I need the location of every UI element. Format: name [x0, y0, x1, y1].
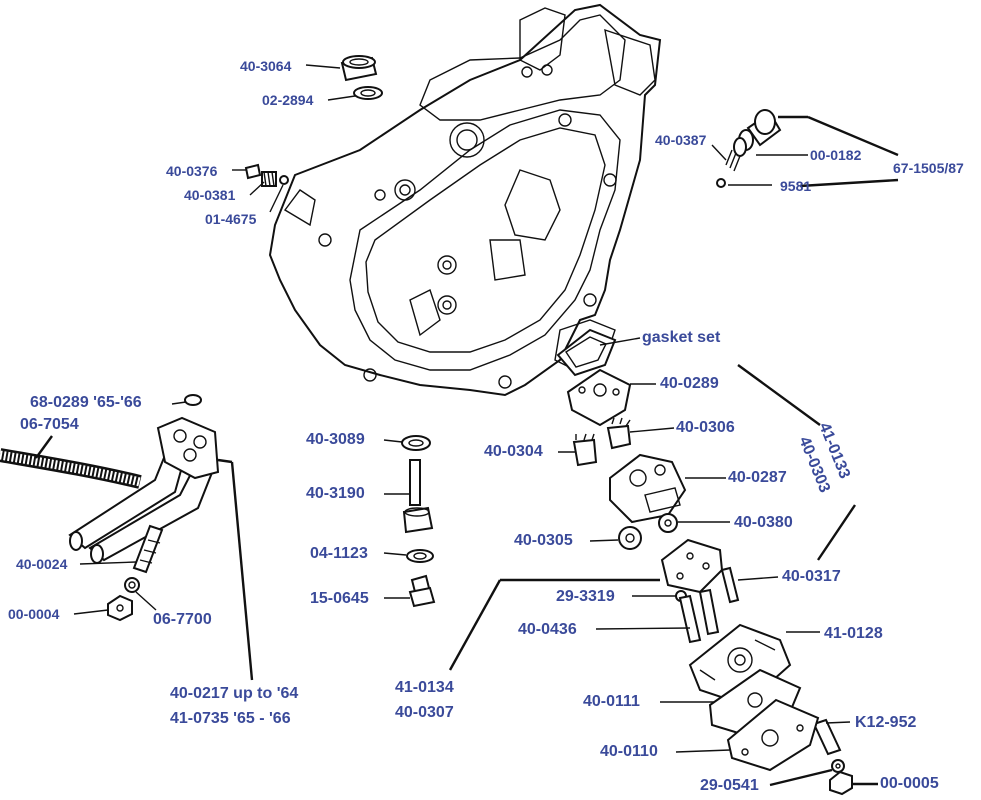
- label-40-0304: 40-0304: [484, 443, 543, 460]
- label-9581: 9581: [780, 178, 812, 194]
- nut-00-0005: [829, 770, 853, 796]
- washer-06-7700: [124, 577, 140, 593]
- hose-06-7054: [0, 448, 142, 489]
- label-40-0289: 40-0289: [660, 375, 719, 392]
- label-00-0182: 00-0182: [810, 147, 862, 163]
- stud-K12-952: [812, 718, 842, 756]
- label-68-0289: 68-0289 '65-'66: [30, 394, 142, 411]
- label-40-3089: 40-3089: [306, 431, 365, 448]
- gear-40-0304: [572, 433, 598, 467]
- label-40-0380: 40-0380: [734, 514, 793, 531]
- pump-cover-40-0289: [566, 368, 632, 427]
- label-41-0128: 41-0128: [824, 625, 883, 642]
- stud-40-0024: [132, 524, 164, 574]
- washer-40-3089: [401, 435, 431, 451]
- gasket-set-drawing: [556, 328, 617, 377]
- label-40-0111: 40-0111: [583, 693, 640, 710]
- label-41-0134: 41-0134: [395, 679, 454, 696]
- pump-body-40-0287: [609, 453, 687, 524]
- label-40-0217: 40-0217 up to '64: [170, 685, 299, 702]
- washer-04-1123: [406, 549, 434, 563]
- nut-00-0004: [107, 594, 133, 622]
- label-00-0004: 00-0004: [8, 606, 60, 622]
- label-01-4675: 01-4675: [205, 211, 257, 227]
- label-29-3319: 29-3319: [556, 588, 615, 605]
- stud-40-0436: [678, 588, 720, 644]
- label-40-0305: 40-0305: [514, 532, 573, 549]
- label-40-0307: 40-0307: [395, 704, 454, 721]
- oil-pipes-40-0217: [68, 416, 220, 564]
- label-40-0024: 40-0024: [16, 556, 68, 572]
- pump-plate-40-0317: [660, 538, 724, 594]
- plug-68-0289: [184, 394, 202, 406]
- plug-00-0182: [733, 109, 782, 157]
- spring-40-0381: [261, 171, 277, 187]
- label-40-3064: 40-3064: [240, 58, 292, 74]
- ball-01-4675: [279, 175, 289, 185]
- screw-40-0376: [244, 163, 262, 180]
- ball-9581: [716, 178, 726, 188]
- label-40-0317: 40-0317: [782, 568, 841, 585]
- spindle-40-3190: [402, 459, 434, 534]
- label-K12-952: K12-952: [855, 714, 917, 731]
- label-02-2894: 02-2894: [262, 92, 314, 108]
- label-40-3190: 40-3190: [306, 485, 365, 502]
- drain-plug-40-3064: [340, 55, 378, 82]
- label-40-0306: 40-0306: [676, 419, 735, 436]
- crankcase-drawing: [268, 3, 662, 397]
- label-04-1123: 04-1123: [310, 545, 368, 562]
- label-29-0541: 29-0541: [700, 777, 759, 794]
- nut-15-0645: [408, 574, 436, 608]
- label-40-0376: 40-0376: [166, 163, 218, 179]
- gear-40-0380: [658, 513, 678, 533]
- gear-40-0305: [618, 526, 642, 550]
- washer-29-0541: [831, 759, 845, 773]
- label-06-7054: 06-7054: [20, 416, 79, 433]
- label-40-0381: 40-0381: [184, 187, 236, 203]
- leader-lines: [35, 64, 899, 787]
- label-40-0110: 40-0110: [600, 743, 658, 760]
- gear-40-0306: [606, 417, 632, 450]
- label-06-7700: 06-7700: [153, 611, 212, 628]
- cover-40-0110: [726, 698, 820, 772]
- screw-40-0317: [720, 566, 740, 604]
- label-67-1505-87: 67-1505/87: [893, 160, 964, 176]
- label-40-0387: 40-0387: [655, 132, 707, 148]
- spring-40-0387: [725, 149, 741, 172]
- label-40-0436: 40-0436: [518, 621, 577, 638]
- washer-02-2894: [353, 86, 383, 100]
- label-00-0005: 00-0005: [880, 775, 939, 792]
- label-40-0287: 40-0287: [728, 469, 787, 486]
- label-gasket-set: gasket set: [642, 329, 721, 346]
- label-41-0735: 41-0735 '65 - '66: [170, 710, 291, 727]
- label-15-0645: 15-0645: [310, 590, 369, 607]
